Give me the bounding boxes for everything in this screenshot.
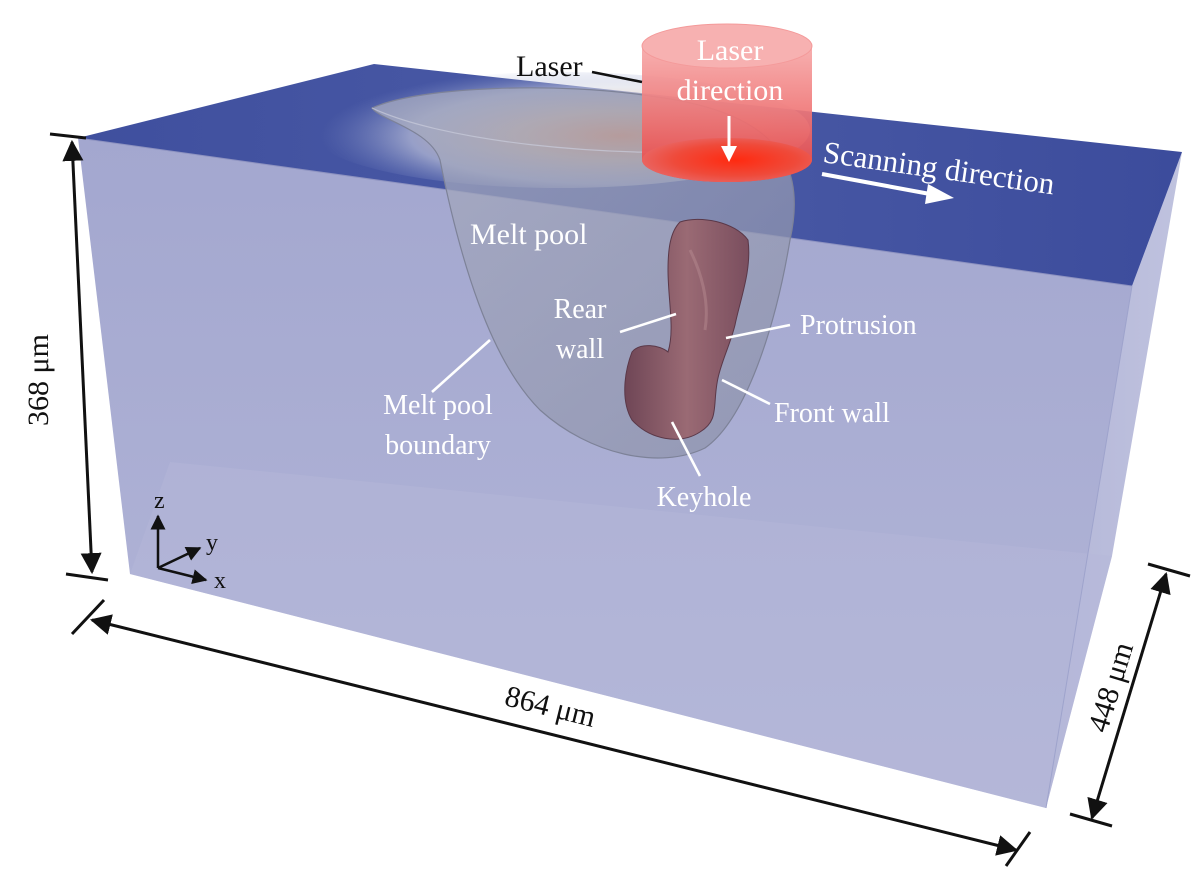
axis-label-z: z bbox=[154, 488, 165, 514]
laser-direction-arrow bbox=[721, 116, 737, 162]
leader-front-wall bbox=[721, 378, 771, 406]
axis-label-x: x bbox=[214, 568, 226, 594]
laser-cylinder bbox=[641, 23, 813, 182]
label-laser-direction-2: direction bbox=[677, 74, 784, 107]
label-rear-wall-1: Rear bbox=[554, 294, 608, 325]
axis-triad bbox=[150, 514, 208, 585]
scanning-direction-arrow bbox=[821, 172, 954, 204]
leader-laser bbox=[591, 70, 643, 84]
label-front-wall: Front wall bbox=[774, 398, 890, 429]
axis-label-y: y bbox=[206, 530, 218, 556]
leader-melt-pool-boundary bbox=[431, 339, 491, 393]
dimension-length bbox=[70, 598, 1032, 867]
label-laser: Laser bbox=[516, 50, 583, 83]
dimension-height-label: 368 μm bbox=[22, 334, 55, 426]
label-laser-direction-1: Laser bbox=[697, 34, 764, 67]
leader-protrusion bbox=[725, 323, 791, 340]
box-right-side bbox=[1046, 152, 1182, 808]
label-rear-wall-2: wall bbox=[556, 334, 604, 365]
dimension-width bbox=[1069, 562, 1191, 828]
label-melt-pool-boundary-1: Melt pool bbox=[383, 390, 493, 421]
leader-rear-wall bbox=[619, 312, 677, 334]
label-protrusion: Protrusion bbox=[800, 310, 917, 341]
dimension-height bbox=[49, 132, 109, 582]
label-melt-pool: Melt pool bbox=[470, 218, 588, 251]
leader-keyhole bbox=[670, 421, 702, 477]
label-melt-pool-boundary-2: boundary bbox=[385, 430, 491, 461]
label-keyhole: Keyhole bbox=[657, 482, 752, 513]
leader-lines bbox=[431, 312, 791, 477]
keyhole-shape bbox=[624, 218, 750, 440]
